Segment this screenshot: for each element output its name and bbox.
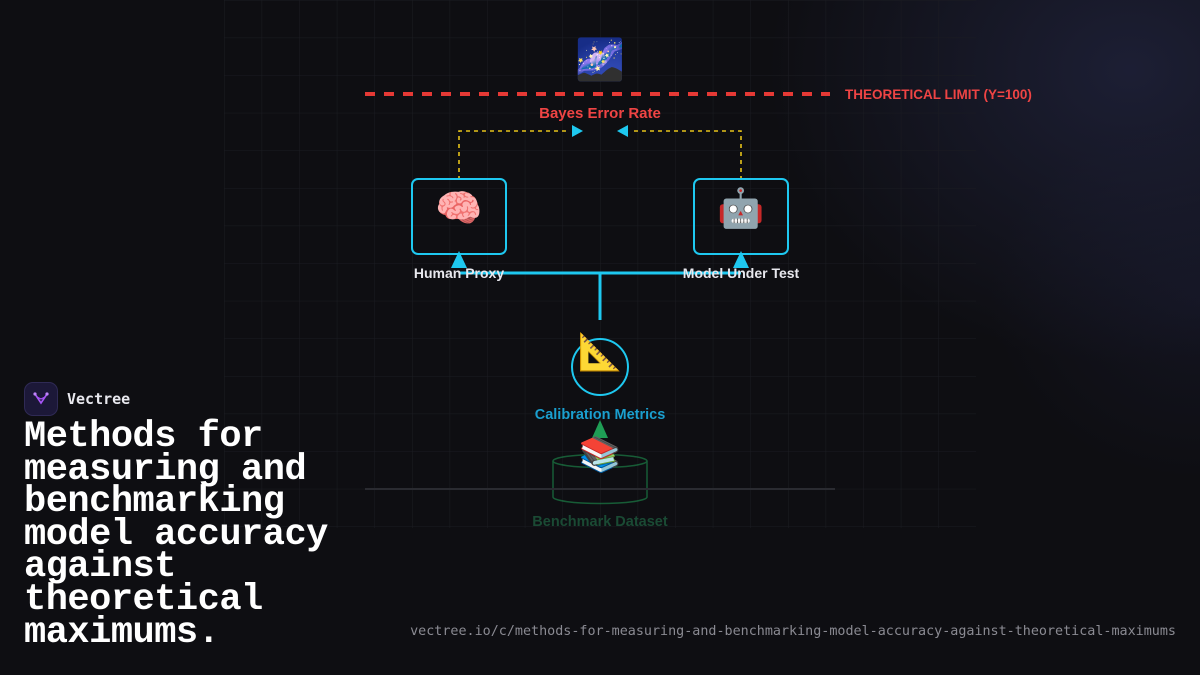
- brain-icon: 🧠: [435, 188, 482, 230]
- human-proxy-arrowhead: [451, 251, 467, 268]
- human-to-bayes-arrowhead: [572, 125, 583, 137]
- theoretical-limit-label: THEORETICAL LIMIT (Y=100): [845, 87, 1032, 102]
- brand: Vectree: [24, 382, 130, 416]
- human-proxy-label: Human Proxy: [414, 265, 504, 281]
- dataset-arrowhead: [592, 420, 608, 438]
- model-under-test-label: Model Under Test: [683, 265, 800, 281]
- model-to-bayes-arrowhead: [617, 125, 628, 137]
- calibration-metrics-label: Calibration Metrics: [535, 407, 666, 423]
- robot-icon: 🤖: [717, 186, 764, 230]
- bayes-error-rate-label: Bayes Error Rate: [539, 105, 661, 122]
- brand-name: Vectree: [67, 390, 131, 408]
- vectree-logo-icon: [24, 382, 58, 416]
- grid-background: [224, 0, 976, 528]
- model-to-bayes-dotted-line: [630, 130, 742, 180]
- calibration-metrics-circle: [571, 338, 629, 396]
- benchmark-dataset-label: Benchmark Dataset: [532, 514, 668, 530]
- benchmark-dataset-cylinder: [552, 453, 648, 505]
- footer-url[interactable]: vectree.io/c/methods-for-measuring-and-b…: [410, 624, 1176, 639]
- books-icon: 📚: [579, 436, 621, 474]
- page-title: Methods for measuring and benchmarking m…: [24, 416, 328, 654]
- galaxy-icon: 🌌: [575, 36, 625, 82]
- model-arrowhead: [733, 251, 749, 268]
- triangle-ruler-icon: 📐: [578, 331, 623, 372]
- human-to-bayes-dotted-line: [458, 130, 570, 180]
